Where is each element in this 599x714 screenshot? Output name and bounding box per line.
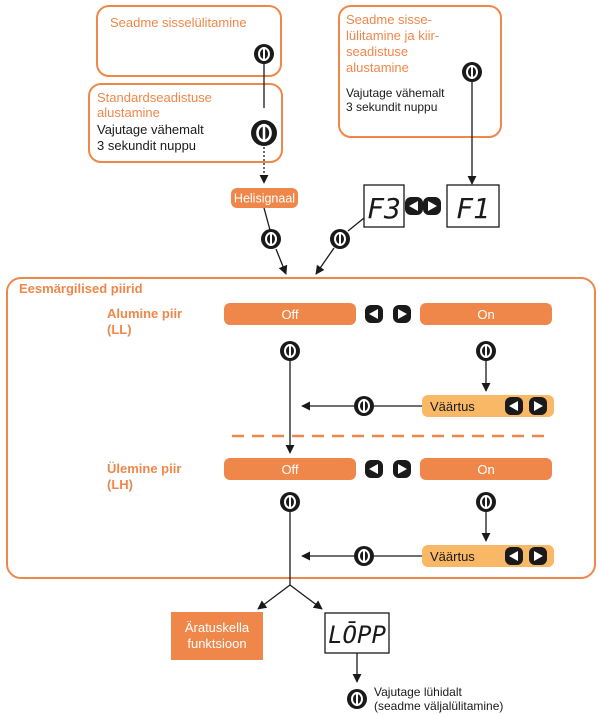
lower-value-label: Väärtus (430, 399, 475, 414)
power-button-icon (329, 228, 351, 250)
end-hint-2: (seadme väljalülitamine) (374, 699, 503, 713)
quick-setup-hint-1: Vajutage vähemalt (346, 86, 445, 100)
upper-off-label: Off (281, 462, 298, 477)
display-f3: F3 (363, 184, 405, 228)
arrow-left-icon (505, 397, 523, 415)
standard-setup-box: Standardseadistuse alustamine Vajutage v… (88, 83, 283, 163)
quick-setup-label-2: lülitamine ja kiir- (346, 28, 439, 43)
standard-setup-label-2: alustamine (97, 105, 160, 120)
lower-off-option[interactable]: Off (224, 303, 356, 325)
arrow-left-icon (405, 197, 423, 215)
arrow-right-icon (423, 197, 441, 215)
power-button-icon (475, 491, 497, 513)
standard-setup-hint-2: 3 sekundit nuppu (97, 138, 196, 153)
power-button-icon (475, 340, 497, 362)
upper-off-option[interactable]: Off (224, 458, 356, 480)
lower-limit-label-2: (LL) (107, 322, 132, 337)
power-button-icon (279, 340, 301, 362)
target-limits-section (6, 277, 596, 579)
upper-limit-label-2: (LH) (107, 477, 133, 492)
lower-off-label: Off (281, 307, 298, 322)
arrow-right-icon (393, 305, 411, 323)
quick-setup-hint-2: 3 sekundit nuppu (346, 100, 437, 114)
display-f3-text: F3 (367, 192, 401, 225)
power-on-label: Seadme sisselülitamine (110, 15, 247, 30)
power-button-icon (461, 61, 483, 83)
lower-on-label: On (477, 307, 494, 322)
quick-setup-box: Seadme sisse- lülitamine ja kiir- seadis… (338, 5, 502, 138)
upper-value-label: Väärtus (430, 549, 475, 564)
power-button-icon (260, 228, 282, 250)
power-on-box: Seadme sisselülitamine (96, 5, 282, 77)
beep-label: Helisignaal (234, 192, 295, 206)
power-button-icon (353, 395, 375, 417)
arrow-right-icon (529, 547, 547, 565)
power-button-icon (249, 118, 279, 148)
alarm-label-1: Äratuskella (185, 620, 250, 635)
lower-limit-label-1: Alumine piir (107, 306, 182, 321)
arrow-right-icon (393, 460, 411, 478)
lower-on-option[interactable]: On (420, 303, 552, 325)
power-button-icon (279, 491, 301, 513)
alarm-function-box: Äratuskella funktsioon (171, 612, 263, 660)
power-button-icon (346, 688, 368, 710)
upper-on-option[interactable]: On (420, 458, 552, 480)
arrow-left-icon (505, 547, 523, 565)
display-end: LŌPP (324, 612, 390, 654)
arrow-left-icon (365, 305, 383, 323)
beep-signal: Helisignaal (231, 188, 298, 208)
standard-setup-label-1: Standardseadistuse (97, 90, 212, 105)
quick-setup-label-3: seadistuse (346, 44, 408, 59)
display-f1: F1 (446, 184, 500, 228)
power-button-icon (353, 545, 375, 567)
quick-setup-label-1: Seadme sisse- (346, 12, 432, 27)
upper-limit-label-1: Ülemine piir (107, 461, 181, 476)
display-f1-text: F1 (456, 192, 490, 225)
power-button-icon (253, 43, 275, 65)
quick-setup-label-4: alustamine (346, 60, 409, 75)
alarm-label-2: funktsioon (187, 636, 246, 651)
display-end-text: LŌPP (328, 620, 386, 649)
arrow-right-icon (529, 397, 547, 415)
section-title: Eesmärgilised piirid (19, 281, 143, 296)
end-hint-1: Vajutage lühidalt (374, 685, 463, 699)
upper-on-label: On (477, 462, 494, 477)
standard-setup-hint-1: Vajutage vähemalt (97, 122, 204, 137)
arrow-left-icon (365, 460, 383, 478)
